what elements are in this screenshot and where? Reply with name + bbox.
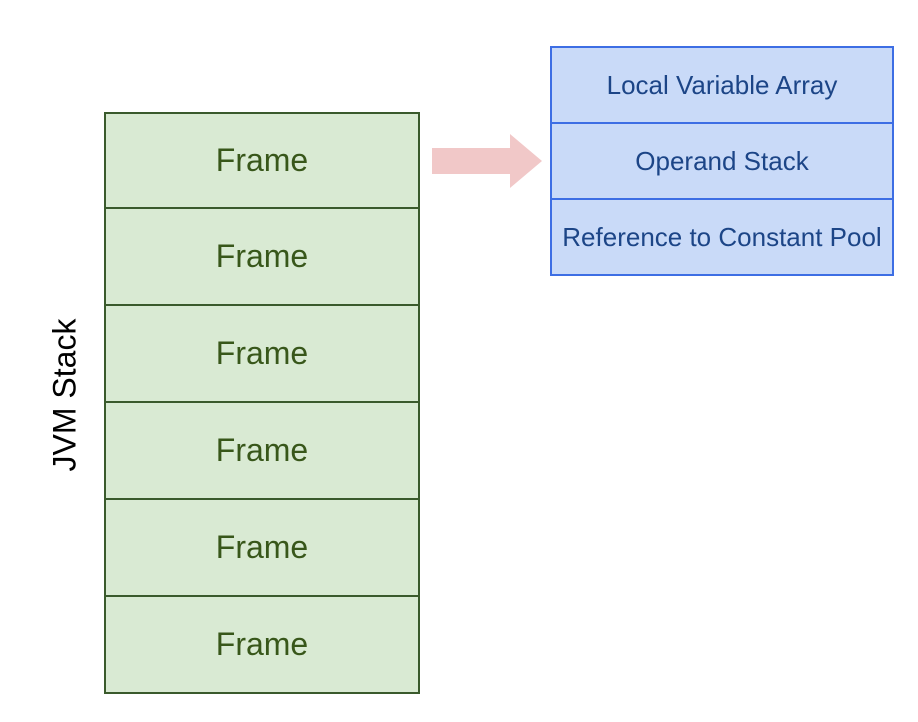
operand-stack: Operand Stack xyxy=(550,124,894,200)
jvm-stack: Frame Frame Frame Frame Frame Frame xyxy=(104,112,420,694)
frame-detail: Local Variable Array Operand Stack Refer… xyxy=(550,46,894,276)
jvm-stack-label: JVM Stack xyxy=(46,318,83,472)
right-arrow-icon xyxy=(432,134,542,188)
stack-frame: Frame xyxy=(104,403,420,500)
stack-frame: Frame xyxy=(104,500,420,597)
local-variable-array: Local Variable Array xyxy=(550,46,894,124)
stack-frame: Frame xyxy=(104,306,420,403)
stack-frame: Frame xyxy=(104,112,420,209)
arrow-shape xyxy=(432,134,542,188)
stack-frame: Frame xyxy=(104,209,420,306)
stack-frame: Frame xyxy=(104,597,420,694)
constant-pool-reference: Reference to Constant Pool xyxy=(550,200,894,276)
